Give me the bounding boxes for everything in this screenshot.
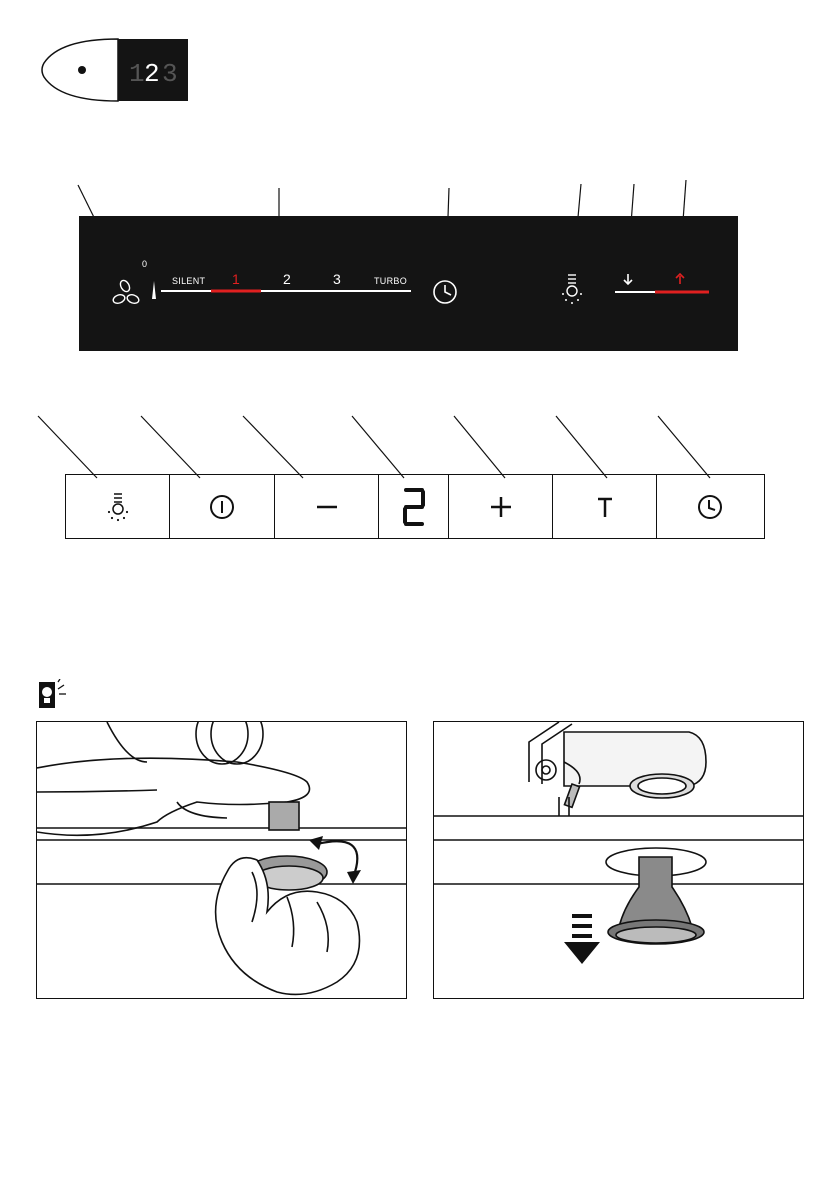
speed-level-2[interactable]: 2: [283, 271, 291, 287]
light-icon: [106, 492, 130, 522]
dim-down-arrow-icon: [624, 274, 632, 284]
plus-button[interactable]: [449, 475, 553, 538]
timer-icon: [696, 493, 724, 521]
control-button-strip: 2: [65, 474, 765, 539]
level-zero-mark: 0: [142, 259, 147, 269]
speed-level-1[interactable]: 1: [232, 271, 240, 287]
plus-icon: [491, 497, 511, 517]
dim-up-arrow-icon: [676, 274, 684, 284]
light-button[interactable]: [66, 475, 170, 538]
speed-label-turbo[interactable]: TURBO: [374, 276, 407, 286]
speed-slider[interactable]: [161, 288, 411, 294]
remote-digit-2: 2: [144, 59, 160, 89]
speed-label-silent[interactable]: SILENT: [172, 276, 205, 286]
power-icon: [208, 493, 236, 521]
turbo-icon: [597, 497, 613, 517]
hob-control-panel: 0 SILENT 1 2 3 TURBO: [79, 216, 738, 351]
tip-lightbulb-icon: [38, 679, 70, 709]
level-wedge-icon: [151, 280, 157, 300]
strip-leader-lines: [0, 410, 840, 480]
fan-icon[interactable]: [111, 277, 143, 307]
minus-button[interactable]: [275, 475, 379, 538]
turbo-button[interactable]: [553, 475, 657, 538]
speed-level-3[interactable]: 3: [333, 271, 341, 287]
remote-display: 1 2 3: [40, 37, 190, 103]
light-icon[interactable]: [560, 272, 584, 306]
speed-display: 2: [379, 475, 449, 538]
power-button[interactable]: [170, 475, 275, 538]
timer-icon[interactable]: [431, 278, 459, 306]
remote-digit-1: 1: [129, 59, 145, 89]
timer-button[interactable]: [657, 475, 763, 538]
illustration-rotate-lamp: [36, 721, 407, 999]
remote-digit-3: 3: [162, 59, 178, 89]
light-dimmer-slider[interactable]: [615, 272, 709, 296]
seven-segment-digit: [402, 487, 426, 527]
remote-indicator-dot: [78, 66, 86, 74]
minus-icon: [317, 504, 337, 510]
illustration-remove-lamp: [433, 721, 804, 999]
